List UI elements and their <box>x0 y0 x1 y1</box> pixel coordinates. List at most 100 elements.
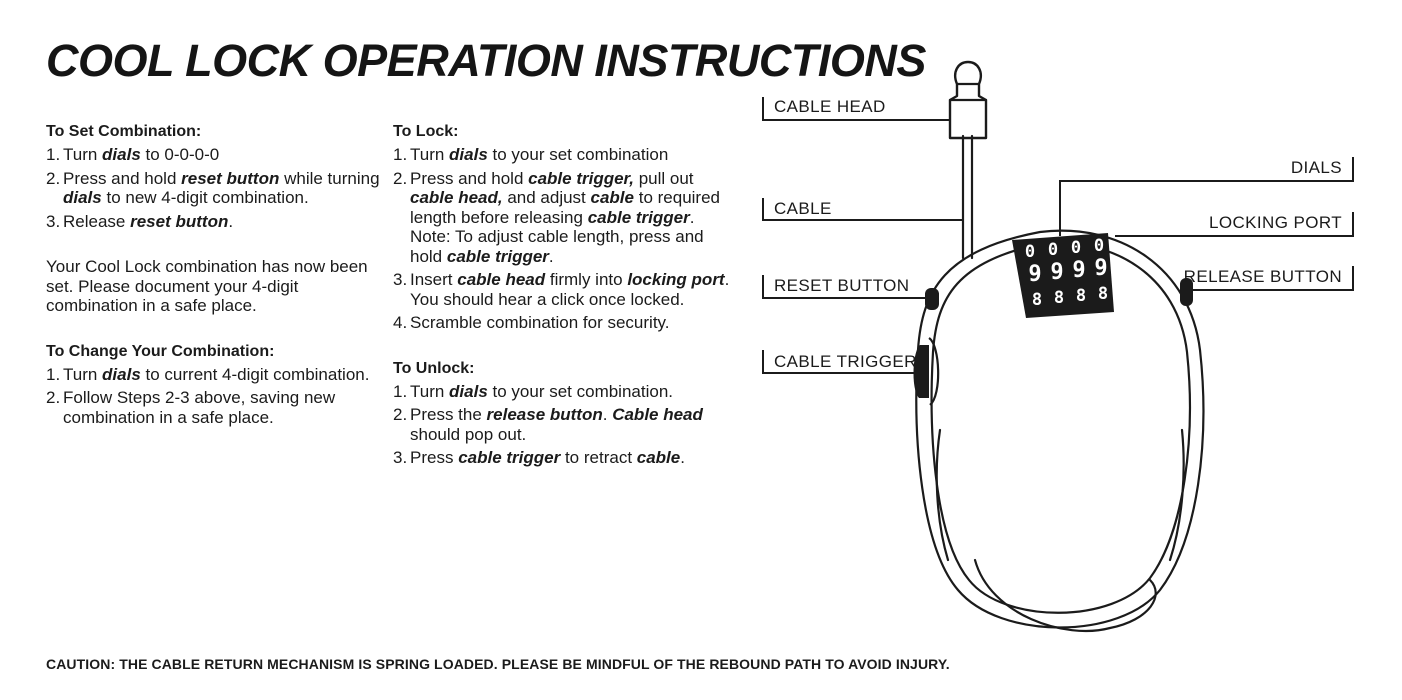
cable-head-shape <box>948 60 988 140</box>
dial-top-2: 0 <box>1048 240 1058 260</box>
emphasized-term: Cable head <box>612 405 703 424</box>
step-item: 4.Scramble combination for security. <box>393 313 738 333</box>
step-number: 3. <box>46 211 61 231</box>
step-text: Press <box>410 448 459 467</box>
step-text: Press and hold <box>63 168 182 188</box>
step-number: 1. <box>393 381 408 401</box>
callout-release-button: RELEASE BUTTON <box>1183 267 1342 286</box>
dial-mid-2: 9 <box>1050 260 1063 285</box>
dial-bot-2: 8 <box>1054 288 1064 308</box>
step-text: Follow Steps 2-3 above, saving new combi… <box>63 388 336 427</box>
lock-body-rim <box>930 241 1191 614</box>
dial-top-3: 0 <box>1071 238 1081 258</box>
step-number: 3. <box>393 448 408 467</box>
step-number: 1. <box>393 145 408 164</box>
emphasized-term: cable trigger <box>446 246 549 266</box>
step-text: to retract <box>560 448 637 467</box>
step-text: should pop out. <box>410 424 527 444</box>
step-item: 2.Press and hold cable trigger, pull out… <box>393 169 738 267</box>
step-text: and adjust <box>502 188 591 207</box>
step-text: . <box>602 405 613 424</box>
step-item: 2.Press the release button. Cable head s… <box>393 405 738 444</box>
step-number: 4. <box>393 313 408 332</box>
emphasized-term: reset button <box>181 168 280 188</box>
step-text: pull out <box>633 168 694 188</box>
step-number: 2. <box>393 168 408 188</box>
emphasized-term: cable head, <box>410 188 503 207</box>
emphasized-term: cable trigger <box>587 207 690 227</box>
step-text: . <box>548 246 554 266</box>
callout-cable-trigger: CABLE TRIGGER <box>774 352 917 371</box>
set-combination-heading: To Set Combination: <box>46 123 202 140</box>
grip-right <box>1168 428 1185 562</box>
emphasized-term: release button <box>486 405 603 424</box>
step-text: Turn <box>410 145 450 164</box>
lock-heading: To Lock: <box>393 123 459 140</box>
change-combination-heading: To Change Your Combination: <box>46 342 275 360</box>
callout-cable: CABLE <box>774 199 832 218</box>
emphasized-term: dials <box>102 364 141 384</box>
change-combination-steps: 1.Turn dials to current 4-digit combinat… <box>46 365 386 428</box>
step-text: to new 4-digit combination. <box>101 188 309 207</box>
caution-text: CAUTION: THE CABLE RETURN MECHANISM IS S… <box>46 656 950 672</box>
step-item: 3.Insert cable head firmly into locking … <box>393 270 738 309</box>
dial-block <box>1012 233 1114 318</box>
unlock-steps: 1.Turn dials to your set combination. 2.P… <box>393 382 738 468</box>
callout-locking-port: LOCKING PORT <box>1209 213 1342 232</box>
emphasized-term: cable <box>590 188 634 207</box>
dial-mid-3: 9 <box>1072 258 1085 283</box>
reset-button-shape <box>925 288 939 310</box>
page-title: COOL LOCK OPERATION INSTRUCTIONS <box>46 35 926 86</box>
dial-digits: 0 0 0 0 9 9 9 9 8 8 8 8 <box>1025 236 1108 310</box>
step-text: to current 4-digit combination. <box>140 364 370 384</box>
set-combination-note: Your Cool Lock combination has now been … <box>46 257 368 315</box>
step-item: 1.Turn dials to your set combination <box>393 145 738 165</box>
step-text: firmly into <box>545 270 628 289</box>
step-text: to your set combination. <box>487 381 674 401</box>
step-number: 3. <box>393 270 408 289</box>
step-item: 2.Follow Steps 2-3 above, saving new com… <box>46 388 386 427</box>
step-text: Turn <box>63 364 103 384</box>
emphasized-term: locking port <box>627 270 725 289</box>
step-number: 1. <box>46 364 61 384</box>
step-text: Scramble combination for security. <box>410 313 670 332</box>
middle-column: To Lock: 1.Turn dials to your set combin… <box>393 122 738 472</box>
step-text: Turn <box>63 145 103 164</box>
callout-cable-head: CABLE HEAD <box>774 97 886 116</box>
step-item: 3.Press cable trigger to retract cable. <box>393 448 738 468</box>
step-text: Turn <box>410 381 450 401</box>
emphasized-term: dials <box>63 188 102 207</box>
step-text: to 0-0-0-0 <box>140 145 220 164</box>
step-item: 3.Release reset button. <box>46 212 386 232</box>
dial-bot-3: 8 <box>1076 286 1086 306</box>
step-number: 2. <box>46 388 61 407</box>
callout-dials: DIALS <box>1290 158 1342 177</box>
emphasized-term: cable trigger, <box>528 168 634 188</box>
emphasized-term: reset button <box>130 211 229 231</box>
dial-mid-1: 9 <box>1028 262 1041 287</box>
emphasized-term: dials <box>102 145 141 164</box>
dial-bot-1: 8 <box>1032 290 1042 310</box>
left-column: To Set Combination: 1.Turn dials to 0-0-… <box>46 122 386 431</box>
step-text: to required length before releasing <box>410 188 720 227</box>
grip-left <box>935 428 950 562</box>
step-text: Press and hold <box>410 168 529 188</box>
lock-steps: 1.Turn dials to your set combination 2.Pr… <box>393 145 738 333</box>
step-text: . <box>228 211 234 231</box>
step-item: 1.Turn dials to your set combination. <box>393 382 738 402</box>
set-combination-steps: 1.Turn dials to 0-0-0-0 2.Press and hold … <box>46 145 386 231</box>
callout-reset-button: RESET BUTTON <box>774 276 910 295</box>
lock-body-outline <box>915 229 1205 629</box>
step-text: Insert <box>410 270 458 289</box>
step-text: . <box>680 448 685 467</box>
step-text: . Note: To adjust cable length, press an… <box>410 207 704 266</box>
unlock-heading: To Unlock: <box>393 359 475 377</box>
emphasized-term: dials <box>449 381 488 401</box>
step-item: 1.Turn dials to 0-0-0-0 <box>46 145 386 165</box>
step-item: 2.Press and hold reset button while turn… <box>46 169 386 208</box>
dial-top-1: 0 <box>1025 242 1035 262</box>
step-text: . You should hear a click once locked. <box>410 270 730 309</box>
strap-loop <box>973 558 1157 632</box>
step-text: while turning <box>279 168 380 188</box>
step-item: 1.Turn dials to current 4-digit combinat… <box>46 365 386 385</box>
